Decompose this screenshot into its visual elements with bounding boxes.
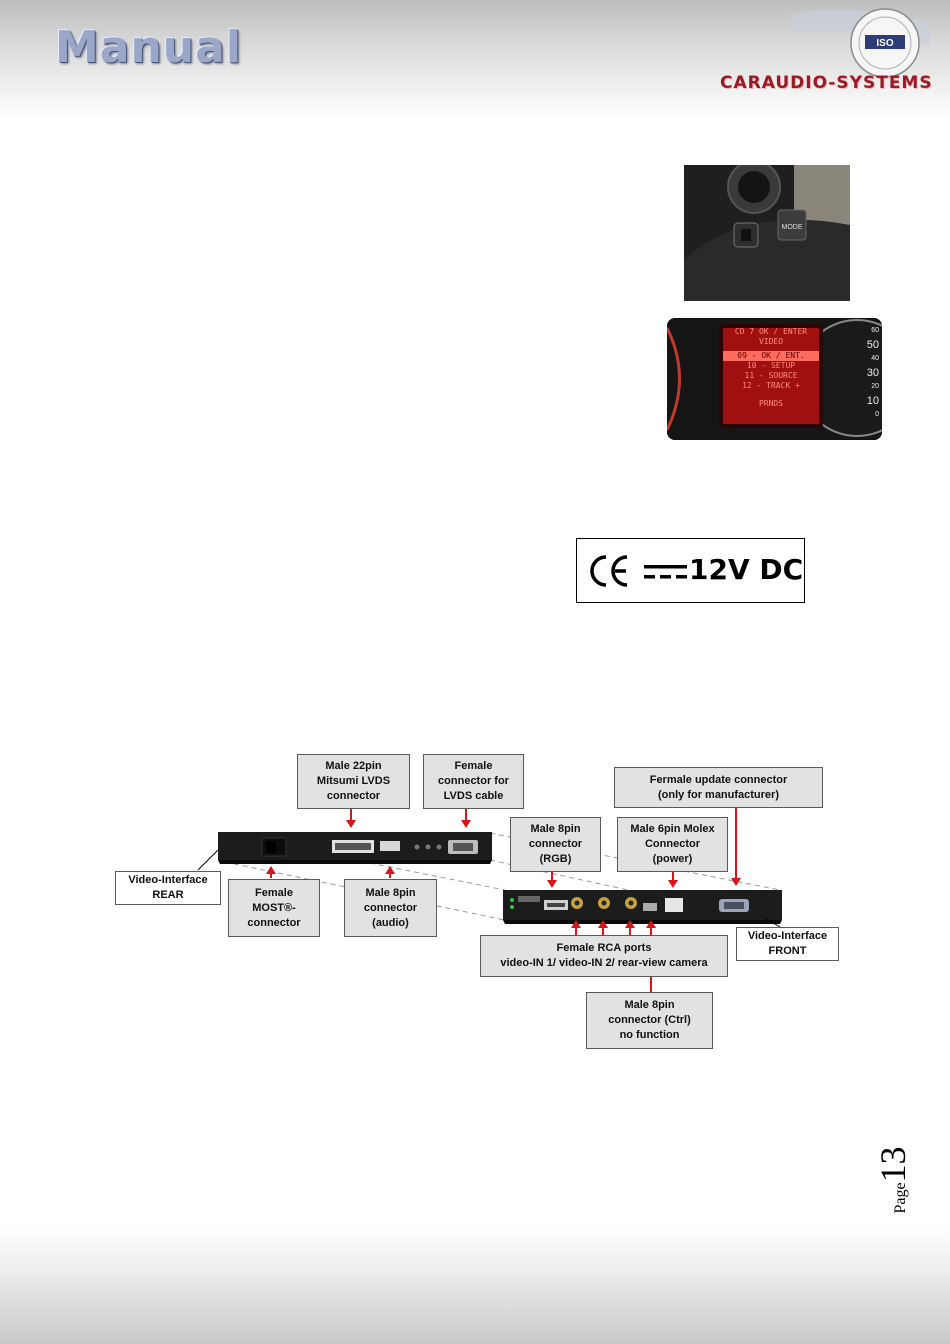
gear-indicator: PRNDS <box>758 399 784 408</box>
ce-certification-box: 12V DC <box>576 538 805 603</box>
display-line: 10 - SETUP <box>746 361 796 370</box>
footer-band <box>0 1225 950 1344</box>
gauge-value: 0 <box>875 411 879 418</box>
page-number-value: 13 <box>873 1146 913 1183</box>
callout-rgb-connector: Male 8pin connector (RGB) <box>510 817 601 872</box>
gauge-value: 10 <box>866 395 879 407</box>
dashboard-display-photo: CD 7 OK / ENTER VIDEO 09 - OK / ENT. 10 … <box>667 318 882 440</box>
diagram-drawing <box>197 808 786 992</box>
callout-molex-connector: Male 6pin Molex Connector (power) <box>617 817 728 872</box>
voltage-label: 12V DC <box>689 553 804 586</box>
gauge-value: 30 <box>866 367 879 379</box>
display-line: VIDEO <box>758 337 784 346</box>
ce-mark-icon <box>590 555 628 587</box>
page-number: Page13 <box>858 1130 928 1230</box>
rear-unit-device <box>218 832 492 864</box>
callout-most-connector: Female MOST®- connector <box>228 879 320 937</box>
callout-update-connector: Fermale update connector (only for manuf… <box>614 767 823 808</box>
callout-lvds-cable: Female connector for LVDS cable <box>423 754 524 809</box>
gauge-value: 50 <box>866 339 879 351</box>
brand-name: CARAUDIO-SYSTEMS <box>720 73 933 93</box>
callout-front-label: Video-Interface FRONT <box>736 927 839 961</box>
callout-ctrl-connector: Male 8pin connector (Ctrl) no function <box>586 992 713 1049</box>
callout-rca-ports: Female RCA ports video-IN 1/ video-IN 2/… <box>480 935 728 977</box>
gauge-value: 60 <box>871 327 879 334</box>
steering-wheel-photo: MODE <box>684 165 850 301</box>
display-line: 11 - SOURCE <box>744 371 798 380</box>
svg-text:ISO: ISO <box>876 38 893 49</box>
page-word: Page <box>892 1182 909 1214</box>
gauge-value: 20 <box>871 383 879 390</box>
dc-symbol-icon <box>644 565 687 579</box>
manual-title: Manual <box>55 22 242 73</box>
display-line: 12 - TRACK + <box>742 381 800 390</box>
display-line: CD 7 OK / ENTER <box>734 327 808 336</box>
callout-rear-label: Video-Interface REAR <box>115 871 221 905</box>
front-unit-device <box>503 890 782 924</box>
mode-button-label: MODE <box>782 224 803 231</box>
iso-seal-logo: ISO <box>790 8 930 78</box>
display-line-selected: 09 - OK / ENT. <box>723 351 819 361</box>
callout-lvds-connector: Male 22pin Mitsumi LVDS connector <box>297 754 410 809</box>
connector-diagram: Male 22pin Mitsumi LVDS connector Female… <box>0 740 950 1060</box>
gauge-value: 40 <box>871 355 879 362</box>
callout-audio-connector: Male 8pin connector (audio) <box>344 879 437 937</box>
